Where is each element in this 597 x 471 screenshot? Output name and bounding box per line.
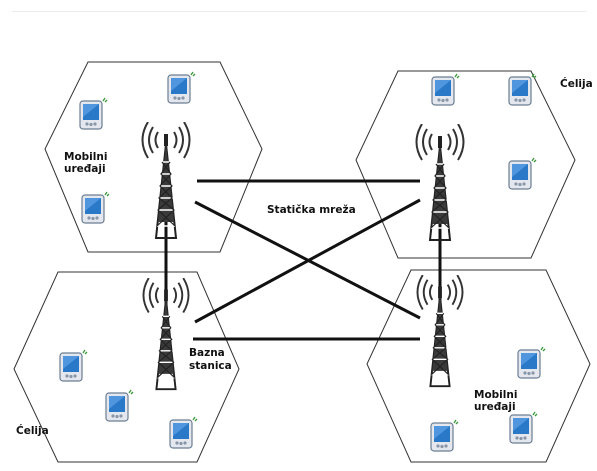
label-mobile-devices-bottom-right: Mobilni uređaji (474, 389, 521, 413)
label-cell-top-right: Ćelija (560, 77, 593, 90)
cell-hexagon-top-right (355, 70, 576, 259)
label-cell-bottom-left: Ćelija (16, 424, 49, 437)
label-mobile-devices-top-left: Mobilni uređaji (64, 151, 111, 175)
label-base-station: Bazna stanica (189, 347, 232, 372)
label-static-network: Statička mreža (267, 204, 356, 216)
top-divider (12, 11, 586, 12)
link-diagonal-up (194, 198, 421, 324)
cell-hexagon-bottom-left (13, 271, 240, 463)
cell-hexagon-bottom-right (366, 269, 591, 463)
